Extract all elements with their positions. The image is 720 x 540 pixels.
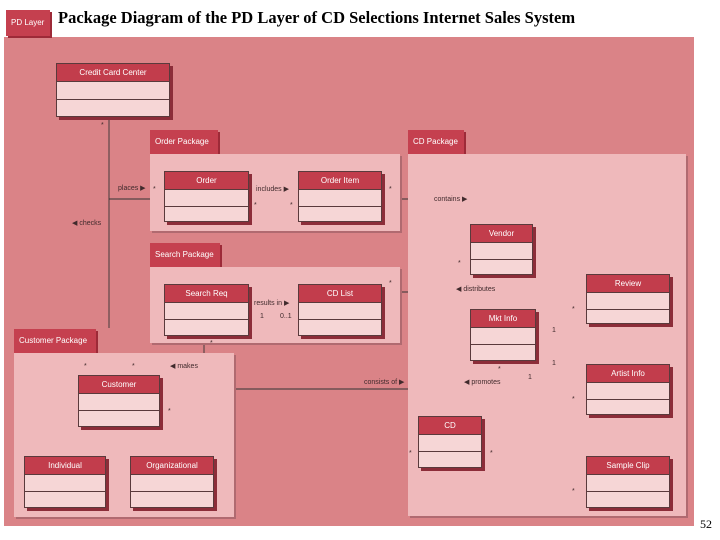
class-operations <box>471 259 532 260</box>
class-operations <box>299 319 381 320</box>
class-operations <box>79 410 159 411</box>
multiplicity: * <box>572 396 575 403</box>
class-name: Sample Clip <box>587 457 669 474</box>
class-order: Order <box>164 171 249 222</box>
class-search-req: Search Req <box>164 284 249 336</box>
multiplicity: * <box>458 260 461 267</box>
class-name: CD List <box>299 285 381 302</box>
multiplicity: 1 <box>552 360 556 367</box>
class-operations <box>165 206 248 207</box>
multiplicity: * <box>84 363 87 370</box>
multiplicity: * <box>168 408 171 415</box>
class-cd: CD <box>418 416 482 468</box>
class-operations <box>587 399 669 400</box>
class-attributes <box>79 393 159 410</box>
class-attributes <box>299 302 381 319</box>
multiplicity: * <box>389 186 392 193</box>
multiplicity: * <box>389 280 392 287</box>
class-mkt-info: Mkt Info <box>470 309 536 361</box>
assoc-contains: contains ▶ <box>434 196 468 203</box>
class-attributes <box>419 434 481 451</box>
class-attributes <box>299 189 381 206</box>
class-operations <box>57 99 169 100</box>
class-attributes <box>165 189 248 206</box>
multiplicity: * <box>498 366 501 373</box>
class-attributes <box>25 474 105 491</box>
multiplicity: * <box>210 340 213 347</box>
class-name: Order <box>165 172 248 189</box>
class-name: Artist Info <box>587 365 669 382</box>
cd-package-tab: CD Package <box>408 130 464 154</box>
multiplicity: 0..1 <box>280 313 292 320</box>
assoc-consists-of: consists of ▶ <box>364 379 405 386</box>
class-organizational: Organizational <box>130 456 214 508</box>
multiplicity: * <box>572 306 575 313</box>
class-name: Review <box>587 275 669 292</box>
class-operations <box>419 451 481 452</box>
multiplicity: * <box>490 450 493 457</box>
multiplicity: 1 <box>528 374 532 381</box>
class-name: Customer <box>79 376 159 393</box>
assoc-promotes: ◀ promotes <box>464 379 501 386</box>
class-attributes <box>165 302 248 319</box>
class-name: CD <box>419 417 481 434</box>
assoc-results-in: results in ▶ <box>254 300 290 307</box>
customer-package-tab: Customer Package <box>14 329 96 353</box>
class-name: Credit Card Center <box>57 64 169 81</box>
class-attributes <box>587 474 669 491</box>
class-operations <box>587 491 669 492</box>
class-review: Review <box>586 274 670 324</box>
assoc-makes: ◀ makes <box>170 363 198 370</box>
class-attributes <box>57 81 169 99</box>
pd-layer-tab: PD Layer <box>6 10 50 36</box>
class-sample-clip: Sample Clip <box>586 456 670 508</box>
page-title: Package Diagram of the PD Layer of CD Se… <box>58 8 576 27</box>
class-operations <box>587 309 669 310</box>
multiplicity: 1 <box>260 313 264 320</box>
class-attributes <box>131 474 213 491</box>
class-name: Organizational <box>131 457 213 474</box>
class-vendor: Vendor <box>470 224 533 275</box>
class-attributes <box>587 292 669 309</box>
class-operations <box>131 491 213 492</box>
order-package-tab: Order Package <box>150 130 218 154</box>
pd-layer-frame: PD Layer Order Package Search Package Cu… <box>4 10 694 526</box>
class-operations <box>165 319 248 320</box>
multiplicity: * <box>101 122 104 129</box>
slide-number: 52 <box>700 517 712 531</box>
class-credit-card-center: Credit Card Center <box>56 63 170 117</box>
multiplicity: * <box>132 363 135 370</box>
assoc-checks: ◀ checks <box>72 220 102 227</box>
class-name: Vendor <box>471 225 532 242</box>
class-attributes <box>471 242 532 259</box>
search-package-tab: Search Package <box>150 243 220 267</box>
class-artist-info: Artist Info <box>586 364 670 415</box>
class-order-item: Order Item <box>298 171 382 222</box>
class-name: Mkt Info <box>471 310 535 327</box>
class-attributes <box>471 327 535 344</box>
multiplicity: * <box>254 202 257 209</box>
class-cd-list: CD List <box>298 284 382 336</box>
multiplicity: * <box>572 488 575 495</box>
assoc-places: places ▶ <box>118 185 146 192</box>
multiplicity: * <box>409 450 412 457</box>
class-customer: Customer <box>78 375 160 427</box>
multiplicity: 1 <box>552 327 556 334</box>
class-name: Order Item <box>299 172 381 189</box>
class-operations <box>299 206 381 207</box>
assoc-distributes: ◀ distributes <box>456 286 496 293</box>
class-attributes <box>587 382 669 399</box>
class-name: Search Req <box>165 285 248 302</box>
class-name: Individual <box>25 457 105 474</box>
class-individual: Individual <box>24 456 106 508</box>
assoc-includes: includes ▶ <box>256 186 290 193</box>
class-operations <box>25 491 105 492</box>
multiplicity: * <box>153 186 156 193</box>
multiplicity: * <box>290 202 293 209</box>
class-operations <box>471 344 535 345</box>
